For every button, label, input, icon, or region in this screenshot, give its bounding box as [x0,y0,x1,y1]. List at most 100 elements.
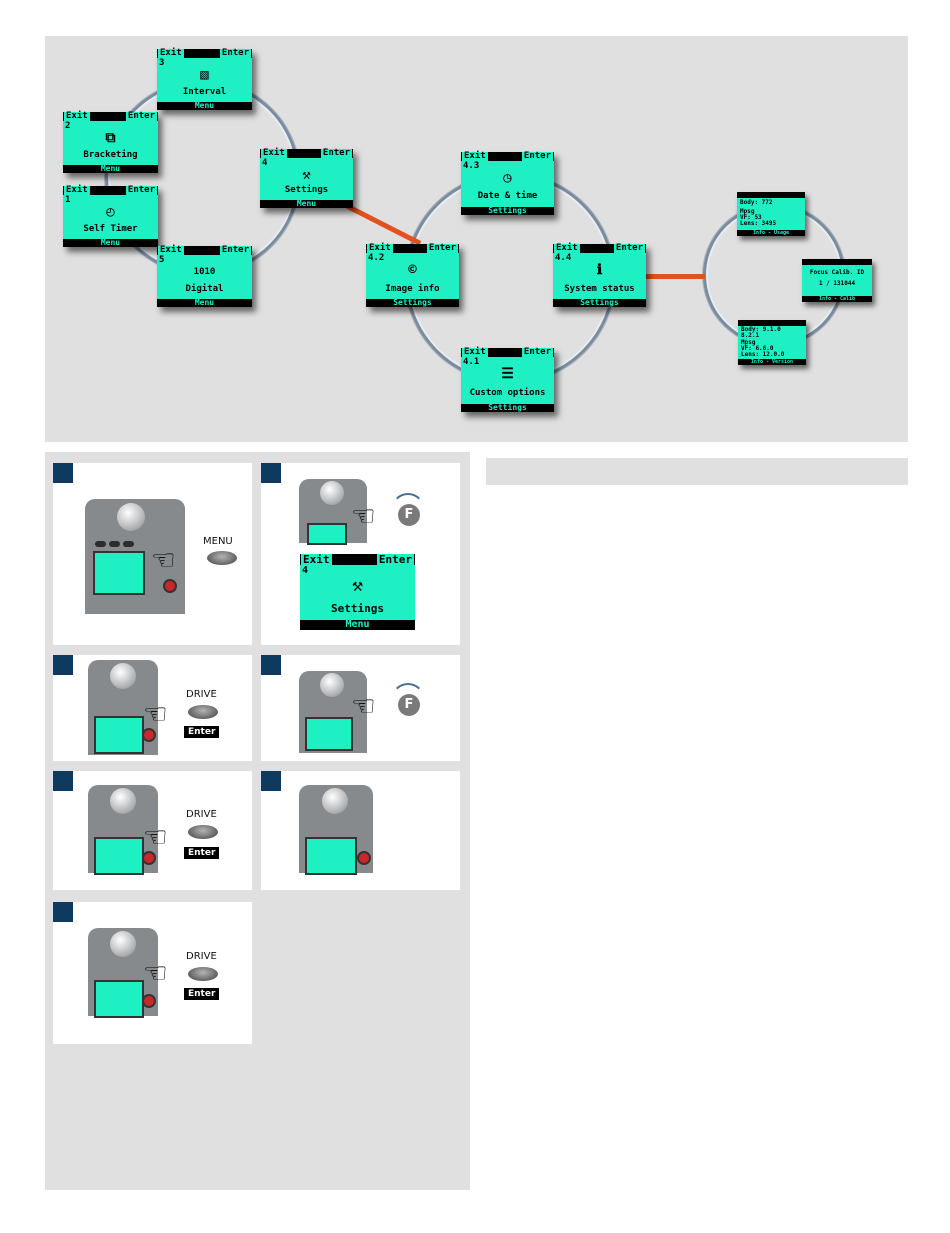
step-3: ☜ DRIVE Enter [53,655,252,761]
pointing-hand-icon: ☜ [353,686,374,726]
button-label: DRIVE [186,689,217,700]
interval-icon: ▧ [200,67,209,83]
clock-icon: ◷ [503,170,512,186]
info-icon: ℹ [596,262,603,278]
digital-icon: 1010 [193,267,216,277]
exit-label: Exit [261,148,287,158]
info-footer: Info - Version [738,359,806,365]
exit-label: Exit [554,243,580,253]
pointing-hand-icon: ☜ [145,817,166,857]
screen-number: 4.3 [463,161,480,171]
exit-label: Exit [158,245,184,255]
settings-tool-icon: ⚒ [302,167,311,183]
enter-tag: Enter [184,726,220,738]
exit-label: Exit [367,243,393,253]
screen-settings: Exit Enter 4 ⚒ Settings Menu [260,149,353,208]
info-line: 1 / 131044 [818,280,856,287]
screen-title: Image info [385,284,440,294]
screen-footer: Menu [300,620,415,630]
screen-custom-options: Exit Enter 4.1 ☰ Custom options Settings [461,348,554,412]
screen-system-status: Exit Enter 4.4 ℹ System status Settings [553,244,646,307]
screen-number: 2 [65,121,71,131]
exit-label: Exit [64,185,90,195]
bracketing-icon: ⧉ [105,130,116,146]
step-1: ☜ MENU [53,463,252,645]
enter-tag: Enter [184,988,220,1000]
step-marker [53,771,73,791]
info-line: VF: 53 [740,214,762,221]
step-6 [261,771,460,890]
screen-title: Self Timer [83,224,138,234]
exit-label: Exit [462,347,488,357]
options-list-icon: ☰ [501,366,514,382]
exit-label: Exit [64,111,90,121]
screen-date-time: Exit Enter 4.3 ◷ Date & time Settings [461,152,554,215]
enter-label: Enter [219,245,251,255]
screen-footer: Menu [63,165,158,173]
screen-number: 1 [65,195,71,205]
enter-label: Enter [219,48,251,58]
screen-title: System status [564,284,635,294]
screen-title: Bracketing [83,150,138,160]
self-timer-icon: ◴ [106,204,115,220]
screen-number: 4.2 [368,253,385,263]
enter-label: Enter [125,185,157,195]
info-line: Lens: 3495 [740,220,777,227]
info-usage-screen: Body: 772 Mpsg VF: 53 Lens: 3495 Info - … [737,192,805,236]
step-marker [261,655,281,675]
screen-title: Interval [182,87,227,97]
info-line: Mpsg [741,339,756,346]
screen-self-timer: Exit Enter 1 ◴ Self Timer Menu [63,186,158,247]
camera-illustration [299,785,373,875]
info-calib-screen: Focus Calib. ID 1 / 131044 Info - Calib [802,259,872,302]
camera-illustration [88,785,158,875]
screen-footer: Menu [63,239,158,247]
info-line: Body: 772 [740,199,773,206]
button-label: MENU [203,536,233,547]
step-marker [53,655,73,675]
step-4: ☜ F [261,655,460,761]
step-marker [53,463,73,483]
camera-illustration [299,671,367,753]
front-wheel-icon: F [398,694,420,716]
settings-screen-preview: Exit Enter 4 ⚒ Settings Menu [300,554,415,630]
screen-title: Date & time [477,191,538,201]
exit-label: Exit [462,151,488,161]
step-marker [261,771,281,791]
pointing-hand-icon: ☜ [153,540,174,580]
menu-button-icon [207,551,237,565]
drive-button-icon [188,705,218,719]
screen-title: Custom options [469,388,546,398]
screen-number: 4 [302,565,309,576]
camera-illustration [88,660,158,755]
screen-footer: Settings [461,404,554,412]
info-line: Focus Calib. ID [809,269,865,276]
step-marker [261,463,281,483]
pointing-hand-icon: ☜ [353,496,374,536]
copyright-icon: © [408,262,417,278]
screen-number: 3 [159,58,165,68]
drive-button-icon [188,967,218,981]
exit-label: Exit [158,48,184,58]
screen-title: Digital [185,284,224,294]
info-line: VF: 6.6.0 [741,345,774,352]
step-2: ☜ F Exit Enter 4 ⚒ Settings Menu [261,463,460,645]
screen-interval: Exit Enter 3 ▧ Interval Menu [157,49,252,110]
enter-tag: Enter [184,847,220,859]
info-line: 8.2.1 [741,332,760,339]
screen-title: Settings [331,602,384,615]
screen-number: 5 [159,255,165,265]
button-label: DRIVE [186,809,217,820]
info-version-screen: Body: 9.1.0 8.2.1 Mpsg VF: 6.6.0 Lens: 1… [738,320,806,365]
screen-bracketing: Exit Enter 2 ⧉ Bracketing Menu [63,112,158,173]
screen-footer: Settings [366,299,459,307]
screen-footer: Menu [260,200,353,208]
connector-status [640,274,705,279]
enter-label: Enter [521,347,553,357]
camera-illustration [299,479,367,545]
section-header-bar [486,458,908,485]
screen-number: 4 [262,158,268,168]
settings-tool-icon: ⚒ [352,575,363,596]
step-7: ☜ DRIVE Enter [53,902,252,1044]
enter-label: Enter [320,148,352,158]
